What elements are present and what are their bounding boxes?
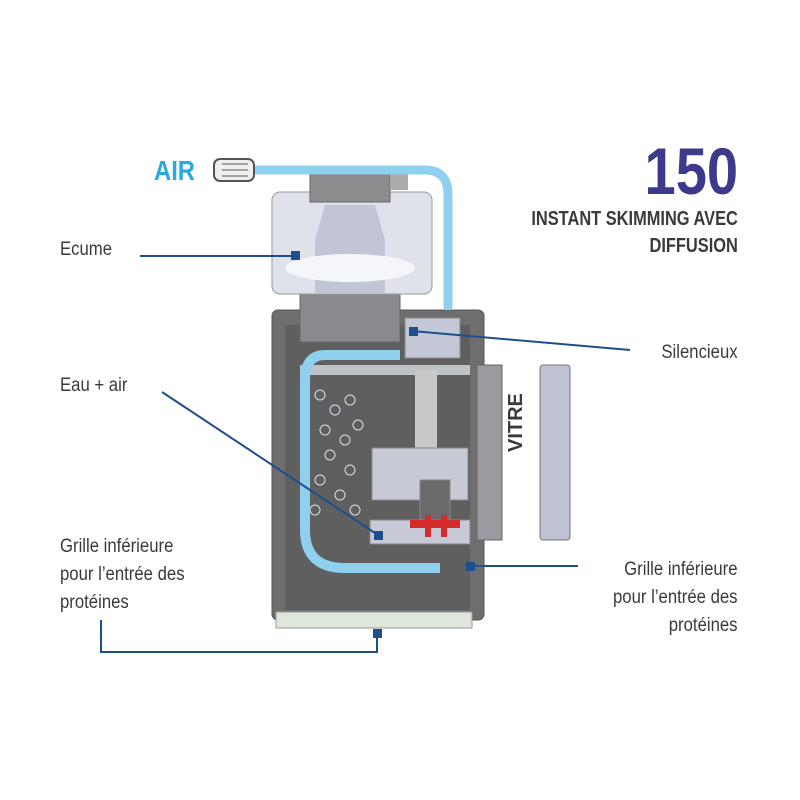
reactor-neck (299, 291, 401, 343)
callout-grille-left (100, 620, 378, 653)
label-line: Grille inférieure (624, 559, 738, 580)
eau-air-label: Eau + air (60, 375, 128, 396)
callout-lines (100, 255, 631, 653)
foam (285, 254, 415, 282)
pump (369, 447, 471, 545)
subtitle-line: DIFFUSION (649, 235, 738, 257)
grille-right-label: Grille inférieure pour l’entrée des prot… (613, 556, 738, 640)
model-subtitle: INSTANT SKIMMING AVEC DIFFUSION (531, 206, 738, 260)
callout-markers (291, 251, 475, 638)
label-line: protéines (669, 615, 738, 636)
model-number: 150 (644, 134, 738, 208)
callout-eau-air (161, 391, 379, 536)
collection-cup (271, 168, 433, 295)
ecume-label: Ecume (60, 239, 113, 260)
label-line: pour l’entrée des (613, 587, 738, 608)
silencieux-label: Silencieux (661, 342, 738, 363)
water-air-tube (300, 350, 440, 573)
bubbles (309, 389, 364, 516)
vitre-panel (539, 364, 571, 541)
vitre-label: VITRE (505, 393, 527, 452)
silencer (404, 317, 461, 359)
grille-left-label: Grille inférieure pour l’entrée des prot… (60, 533, 185, 617)
label-line: protéines (60, 592, 129, 613)
label-line: Grille inférieure (60, 536, 174, 557)
air-connector (213, 158, 255, 182)
glass-panel (476, 364, 503, 541)
callout-silencieux (411, 330, 631, 351)
air-label: AIR (154, 155, 195, 186)
air-tube (255, 165, 453, 310)
subtitle-line: INSTANT SKIMMING AVEC (531, 208, 738, 230)
label-line: pour l’entrée des (60, 564, 185, 585)
